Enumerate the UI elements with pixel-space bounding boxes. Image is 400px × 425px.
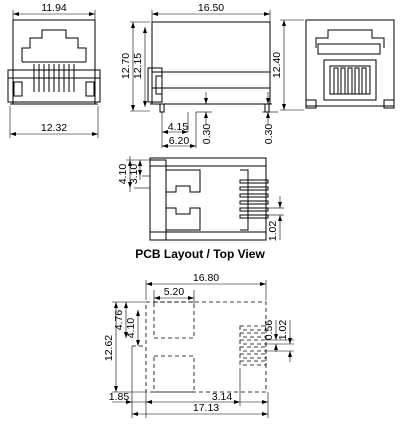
pcb-layout-heading: PCB Layout / Top View (135, 247, 265, 261)
dim-side-pin-offset: 4.15 (168, 121, 189, 133)
front-contacts (33, 64, 75, 92)
pcb-layout: 16.80 5.20 12.62 4.76 (103, 272, 294, 418)
rear-view: 12.40 (271, 19, 395, 111)
dim-pcb-total-length: 17.13 (193, 402, 219, 414)
dim-front-base-width: 12.32 (41, 122, 67, 134)
dim-top-offset-a: 4.10 (117, 164, 129, 185)
dim-pcb-pad-size: 0.56 (263, 320, 275, 341)
dim-pcb-offset-b: 4.10 (125, 318, 137, 339)
side-view: 16.50 12.70 12.15 4.15 6.20 (120, 2, 278, 148)
dim-top-offset-b: 3.10 (128, 164, 140, 185)
dim-side-standoff-left: 0.30 (201, 124, 213, 145)
rear-contacts (333, 67, 367, 95)
dim-pcb-pad-width: 5.20 (164, 286, 185, 298)
dim-top-pin-pitch: 1.02 (267, 221, 279, 242)
front-view: 11.94 12.32 (7, 2, 101, 138)
dim-pcb-pin-pitch: 1.02 (277, 320, 289, 341)
dim-rear-height: 12.40 (271, 52, 283, 78)
dim-pcb-offset-a: 4.76 (113, 310, 125, 331)
dim-pcb-height: 12.62 (103, 335, 115, 361)
dim-pcb-overall-length: 16.80 (193, 272, 219, 284)
dim-side-height-total: 12.70 (120, 53, 132, 79)
top-view: 4.10 3.10 1.02 (117, 156, 284, 241)
dim-side-height-body: 12.15 (132, 53, 144, 79)
pcb-pin-pads (239, 325, 267, 366)
top-view-pins (239, 179, 269, 219)
dim-pcb-pin-row-offset: 3.14 (212, 391, 233, 403)
dim-side-length: 16.50 (198, 2, 224, 14)
dim-side-base-length: 6.20 (169, 135, 190, 147)
dim-front-width: 11.94 (41, 2, 67, 14)
dim-side-standoff-right: 0.30 (263, 124, 275, 145)
dim-pcb-left-margin: 1.85 (109, 391, 130, 403)
